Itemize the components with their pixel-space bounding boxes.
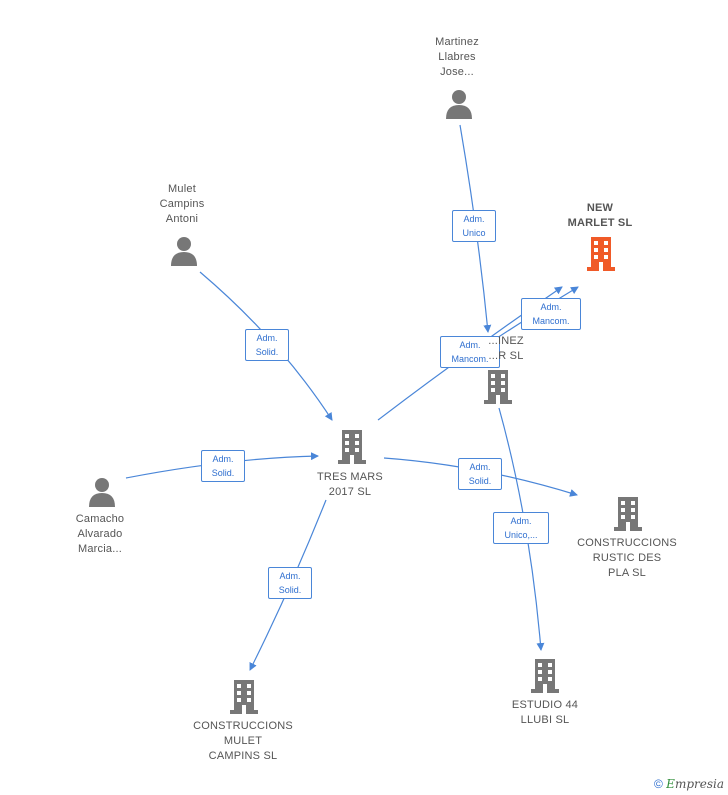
node-label-camacho: Camacho Alvarado Marcia... (75, 513, 125, 555)
node-label-estudio44: ESTUDIO 44 LLUBI SL (511, 699, 579, 726)
edge-badge-adm-mancom: Adm. Mancom. (440, 336, 500, 368)
copyright-symbol: © (653, 777, 663, 791)
edge-badge-adm-solid: Adm. Solid. (245, 329, 289, 361)
node-label-new-marlet: NEW MARLET SL (567, 202, 633, 229)
brand-logo-first: E (666, 777, 675, 791)
building-icon[interactable] (612, 497, 644, 531)
edge-badge-adm-solid: Adm. Solid. (458, 458, 502, 490)
node-label-construccions-mulet: CONSTRUCCIONS MULET CAMPINS SL (193, 720, 293, 762)
edge-badge-adm-mancom: Adm. Mancom. (521, 298, 581, 330)
brand-logo-rest: mpresia (674, 777, 724, 791)
brand-footer: © Empresia (654, 777, 724, 791)
building-icon[interactable] (336, 430, 368, 464)
building-icon[interactable] (529, 659, 561, 693)
node-label-tres-mars: TRES MARS 2017 SL (317, 471, 383, 498)
edge-badge-adm-solid: Adm. Solid. (268, 567, 312, 599)
node-label-martinez-co: ...INEZ ...R SL (488, 335, 524, 362)
node-label-martinez-llabres: Martinez Llabres Jose... (435, 36, 479, 78)
node-label-mulet-campins: Mulet Campins Antoni (159, 183, 205, 225)
edge-badge-adm-unico: Adm. Unico,... (493, 512, 549, 544)
person-icon[interactable] (87, 477, 117, 507)
building-icon[interactable] (482, 370, 514, 404)
building-icon[interactable] (228, 680, 260, 714)
building-icon[interactable] (585, 237, 617, 271)
person-icon[interactable] (444, 89, 474, 119)
node-label-construccions-rustic: CONSTRUCCIONS RUSTIC DES PLA SL (577, 537, 677, 579)
person-icon[interactable] (169, 236, 199, 266)
edge-badge-adm-solid: Adm. Solid. (201, 450, 245, 482)
edge-badge-adm-unico: Adm. Unico (452, 210, 496, 242)
